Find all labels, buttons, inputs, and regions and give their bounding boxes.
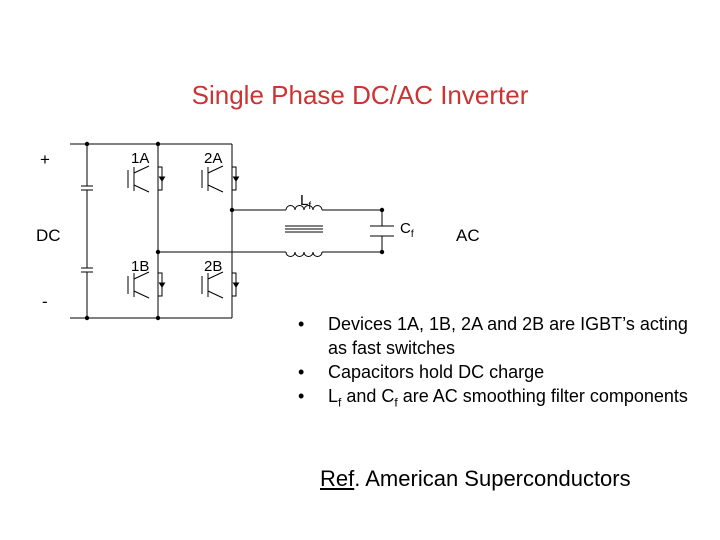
junction-dot [155,141,161,147]
junction-dot [379,249,385,255]
switch-2b-label: 2B [204,258,223,275]
junction-dot [84,315,90,321]
igbt-1b [127,271,166,299]
switch-1b-label: 1B [131,258,150,275]
junction-dot [229,207,235,213]
junction-dot [155,315,161,321]
filter-inductor [285,205,323,257]
minus-terminal-label: - [42,292,48,311]
switch-2a-label: 2A [204,150,223,167]
junction-dot [84,141,90,147]
junction-dot [379,207,385,213]
bullet-item: • Capacitors hold DC charge [298,362,545,382]
dc-capacitor-top [80,185,94,191]
igbt-2b [201,271,240,299]
inductor-label: Lf [300,192,312,212]
bullet-item: • Devices 1A, 1B, 2A and 2B are IGBT’s a… [298,314,688,358]
bullet-item: • Lf and Cf are AC smoothing filter comp… [298,386,688,410]
plus-terminal-label: + [40,150,50,169]
dc-capacitor-bottom [80,267,94,273]
ac-label: AC [456,226,480,245]
dc-label: DC [36,226,61,245]
igbt-2a [201,165,240,193]
junction-dot [155,249,161,255]
switch-1a-label: 1A [131,150,150,167]
capacitor-label: Cf [400,220,414,240]
igbt-1a [127,165,166,193]
reference-citation: Ref. American Superconductors [320,466,631,491]
page-title: Single Phase DC/AC Inverter [191,80,529,110]
bullet-list: • Devices 1A, 1B, 2A and 2B are IGBT’s a… [292,312,692,415]
reference-link[interactable]: Ref [320,466,355,491]
filter-capacitor [370,225,394,237]
